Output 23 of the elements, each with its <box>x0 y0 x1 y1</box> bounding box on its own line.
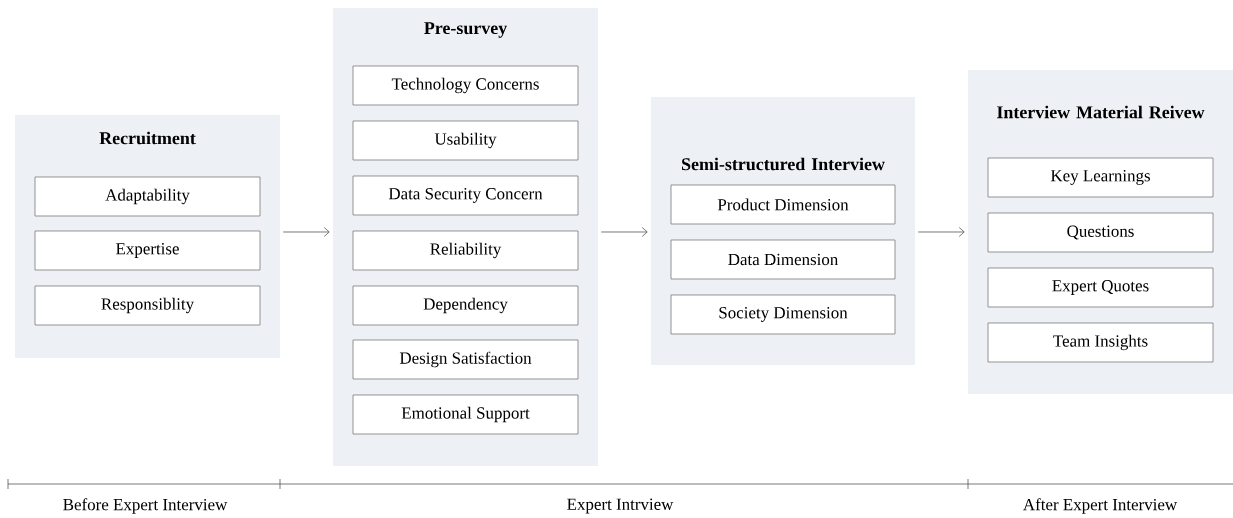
item-box: Dependency <box>352 285 579 326</box>
arrow <box>917 227 965 237</box>
phase-label: After Expert Interview <box>1023 498 1178 514</box>
arrow <box>282 227 330 237</box>
item-box: Data Dimension <box>670 239 896 280</box>
item-box: Usability <box>352 120 579 161</box>
item-box: Society Dimension <box>670 294 896 335</box>
item-box: Team Insights <box>987 322 1214 363</box>
item-box: Responsiblity <box>34 285 261 326</box>
item-box: Expertise <box>34 230 261 271</box>
item-box: Data Security Concern <box>352 175 579 216</box>
phase-label: Expert Intrview <box>567 498 674 514</box>
item-box: Design Satisfaction <box>352 339 579 380</box>
arrow <box>600 227 648 237</box>
item-box: Technology Concerns <box>352 65 579 106</box>
phase-label: Before Expert Interview <box>63 498 228 514</box>
item-box: Questions <box>987 212 1214 253</box>
item-box: Adaptability <box>34 176 261 217</box>
item-box: Emotional Support <box>352 394 579 435</box>
item-box: Product Dimension <box>670 184 896 225</box>
item-box: Expert Quotes <box>987 267 1214 308</box>
item-box: Key Learnings <box>987 157 1214 198</box>
item-box: Reliability <box>352 230 579 271</box>
